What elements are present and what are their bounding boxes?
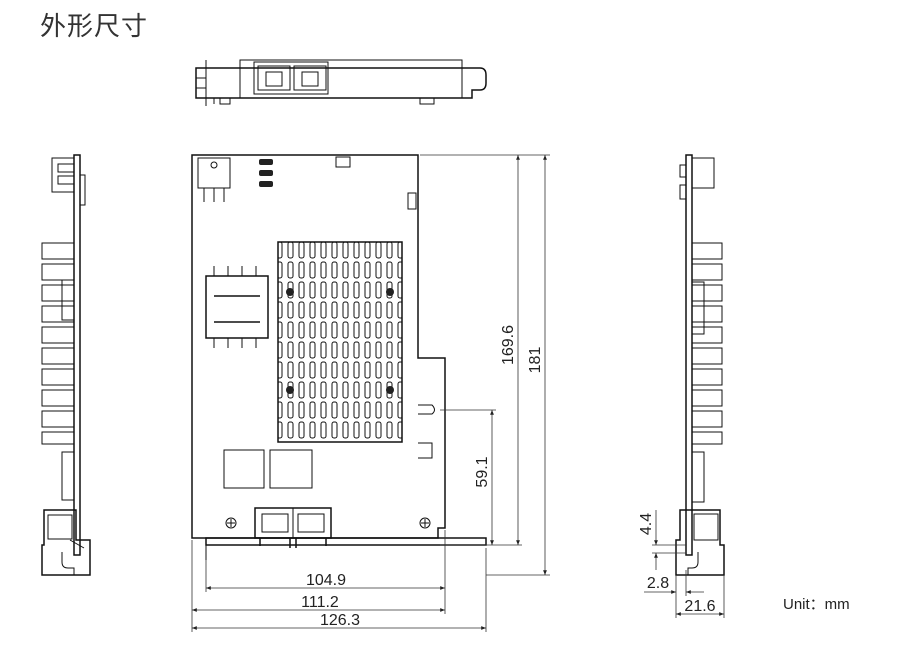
page-title: 外形尺寸: [40, 12, 149, 42]
unit-label: Unit：mm: [783, 596, 850, 613]
dimension-lines: [191, 154, 725, 632]
chip-left: [205, 266, 269, 348]
dim-111-2: 111.2: [301, 594, 339, 611]
right-heatsink-fins: [691, 242, 723, 445]
screws: [225, 517, 431, 529]
dim-126-3: 126.3: [320, 612, 360, 629]
dim-4-4: 4.4: [638, 513, 655, 535]
left-heatsink-fins: [41, 242, 75, 445]
dim-21-6: 21.6: [684, 598, 715, 615]
status-leds: [259, 159, 273, 187]
dim-181: 181: [527, 347, 544, 374]
dim-169-6: 169.6: [500, 325, 517, 365]
left-side-view: [41, 154, 91, 576]
right-side-view: [675, 154, 725, 576]
front-view: [191, 154, 487, 560]
dim-59-1: 59.1: [474, 456, 491, 487]
dim-2-8: 2.8: [647, 575, 669, 592]
dim-104-9: 104.9: [306, 572, 346, 589]
top-view: [195, 59, 487, 106]
heatsink: [277, 241, 403, 443]
rj45-ports: [254, 507, 332, 548]
